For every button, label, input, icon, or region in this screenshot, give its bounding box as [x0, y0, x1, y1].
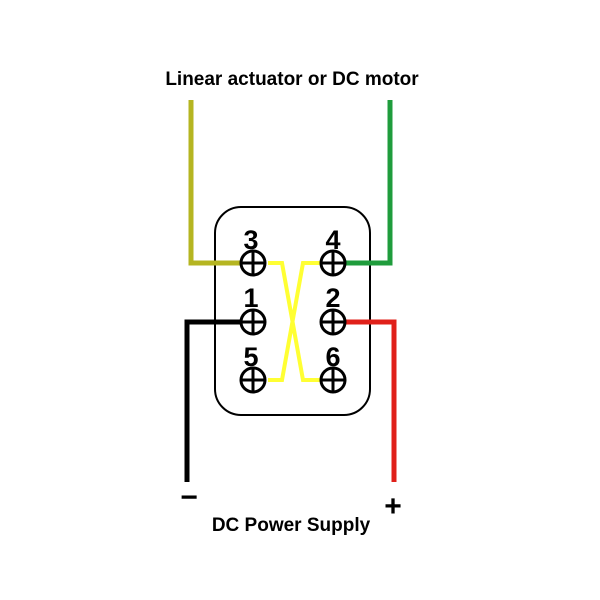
jumper-4-to-5	[268, 261, 320, 382]
terminal-1	[239, 308, 267, 336]
green-motor-wire	[345, 100, 393, 266]
pin-label-5: 5	[243, 342, 258, 372]
black-negative-wire	[184, 319, 240, 482]
positive-sign: +	[384, 490, 402, 523]
pin-label-6: 6	[325, 342, 340, 372]
pin-label-2: 2	[325, 283, 340, 313]
motor-label: Linear actuator or DC motor	[165, 69, 419, 90]
jumper-wires	[268, 261, 320, 382]
terminal-4	[319, 249, 347, 277]
power-supply-label: DC Power Supply	[212, 515, 371, 536]
pin-label-1: 1	[243, 283, 258, 313]
pin-label-4: 4	[325, 225, 340, 255]
negative-sign: −	[180, 481, 198, 514]
terminal-5	[239, 366, 267, 394]
pin-label-3: 3	[243, 225, 258, 255]
terminal-6	[319, 366, 347, 394]
red-positive-wire	[345, 319, 397, 482]
terminal-3	[239, 249, 267, 277]
terminal-2	[319, 308, 347, 336]
olive-motor-wire	[188, 100, 240, 266]
